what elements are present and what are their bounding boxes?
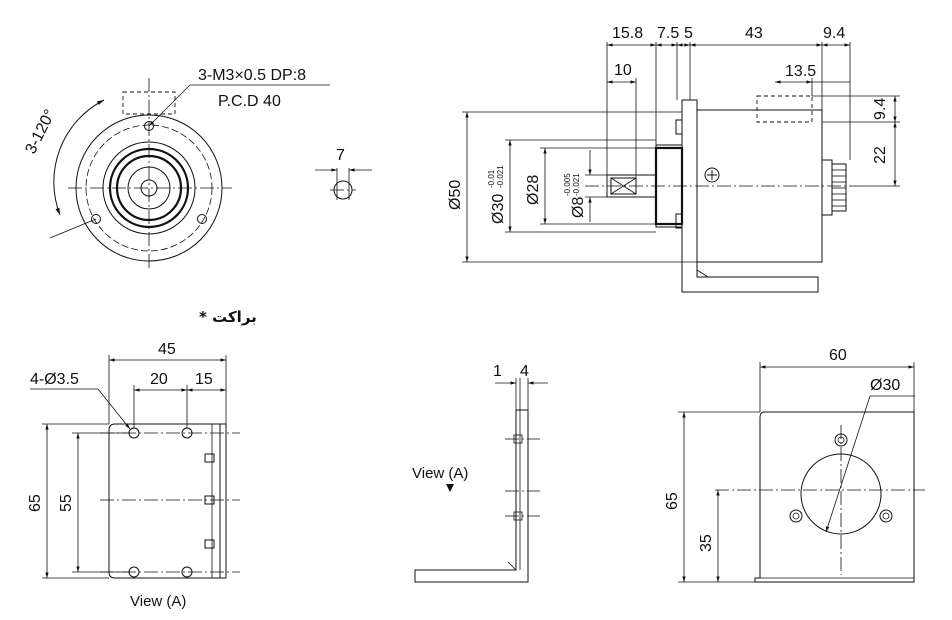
tapped-hole-right xyxy=(197,214,207,224)
pcd-note: P.C.D 40 xyxy=(218,93,281,110)
screw-icon xyxy=(704,167,720,183)
bracket-holes-note: 4-Ø3.5 xyxy=(30,371,79,388)
encoder-body xyxy=(696,109,823,263)
dia-8: Ø8 xyxy=(570,197,587,218)
dia-30: Ø30 xyxy=(490,194,507,224)
dim-22: 22 xyxy=(872,146,889,164)
dim-9-4-vert: 9.4 xyxy=(872,98,889,120)
bracket-profile xyxy=(681,99,819,293)
front-view: 3-M3×0.5 DP:8 P.C.D 40 3-120° xyxy=(22,67,330,270)
dim-15-8: 15.8 xyxy=(612,25,643,42)
view-a-label-bottom: View (A) xyxy=(130,593,186,610)
bracket-dim-15: 15 xyxy=(195,371,213,388)
bracket-side-profile xyxy=(414,409,529,583)
dia-8-tol-upper: -0.005 xyxy=(563,173,572,196)
side-dim-1: 1 xyxy=(493,363,502,380)
bracket-dim-55: 55 xyxy=(58,494,75,512)
bracket-front-outline xyxy=(754,411,915,583)
dia-50: Ø50 xyxy=(447,180,464,210)
dim-7-5: 7.5 xyxy=(657,25,679,42)
front-dim-35: 35 xyxy=(698,534,715,552)
dia-28: Ø28 xyxy=(525,175,542,205)
side-dim-4: 4 xyxy=(520,363,529,380)
bracket-title: * براکت xyxy=(199,308,257,326)
view-direction-arrow xyxy=(446,484,454,492)
side-view: 15.8 7.5 5 43 9.4 10 13.5 9.4 22 Ø50 Ø30… xyxy=(447,25,900,293)
dim-13-5: 13.5 xyxy=(785,63,816,80)
dim-10: 10 xyxy=(614,62,632,79)
dia-30-tol-lower: -0.021 xyxy=(496,165,505,188)
bracket-dim-65: 65 xyxy=(27,494,44,512)
connector xyxy=(821,159,833,216)
thread-note: 3-M3×0.5 DP:8 xyxy=(198,67,306,84)
front-dia-30: Ø30 xyxy=(870,377,900,394)
front-dim-65: 65 xyxy=(664,492,681,510)
dim-43: 43 xyxy=(745,25,763,42)
dia-30-tol-upper: -0.01 xyxy=(487,169,496,188)
bracket-dim-45: 45 xyxy=(158,341,176,358)
bracket-plate xyxy=(108,423,221,579)
angle-note: 3-120° xyxy=(22,107,59,157)
dim-9-4: 9.4 xyxy=(823,25,845,42)
bracket-dim-20: 20 xyxy=(150,371,168,388)
detail-width-dim: 7 xyxy=(336,147,345,164)
view-a-label-side: View (A) xyxy=(412,465,468,482)
bracket-plan-view: 45 20 15 4-Ø3.5 65 55 View (A) xyxy=(27,341,240,610)
bracket-front-view: 60 Ø30 65 35 xyxy=(664,347,925,583)
detail-view: 7 xyxy=(315,147,372,200)
front-dim-60: 60 xyxy=(829,347,847,364)
dim-5: 5 xyxy=(684,25,693,42)
dia-8-tol-lower: -0.021 xyxy=(572,173,581,196)
bracket-side-view: 1 4 View (A) xyxy=(412,363,548,583)
